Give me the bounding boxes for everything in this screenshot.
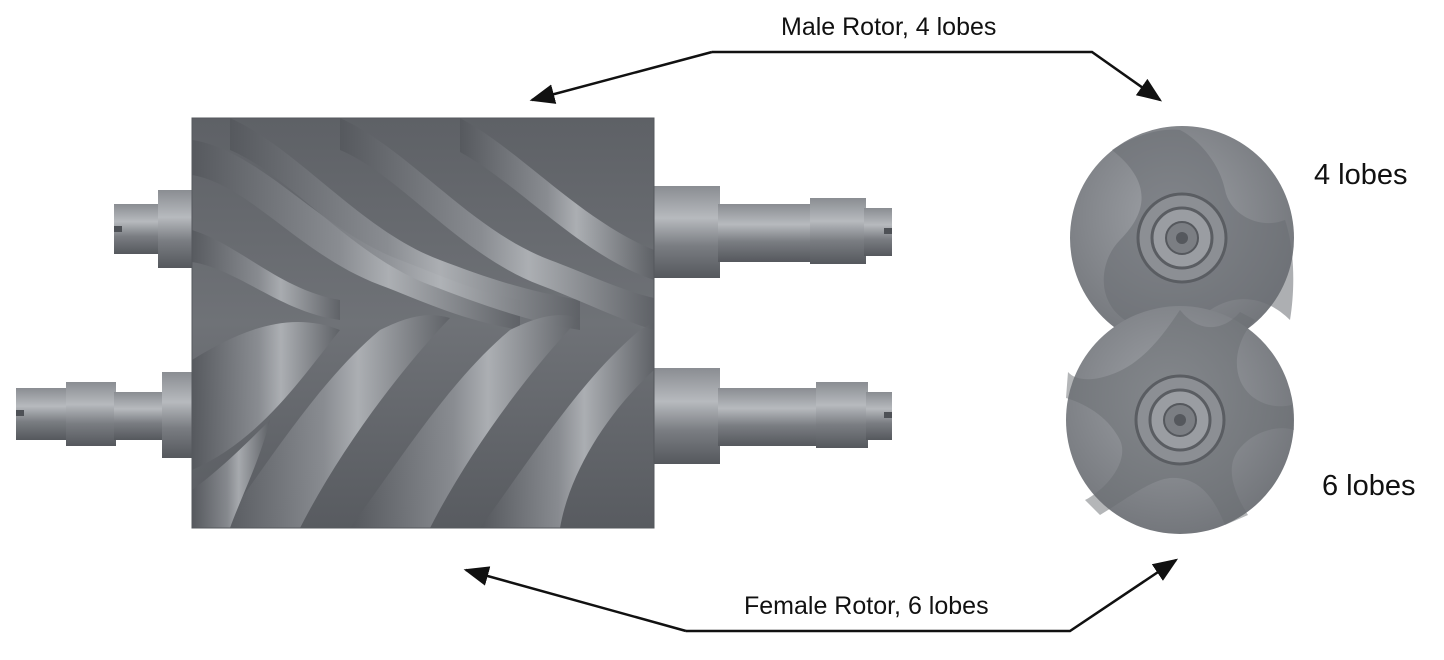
male-rotor-label: Male Rotor, 4 lobes — [781, 13, 997, 41]
male-rotor-right-shaft — [652, 186, 892, 278]
female-rotor-callout-arrows — [463, 558, 1179, 633]
male-rotor-left-shaft — [114, 190, 194, 268]
female-rotor-left-shaft — [16, 372, 194, 458]
male-rotor-helical-lobes — [192, 118, 654, 330]
male-rotor-arrow-to-side-view — [529, 50, 713, 104]
female-rotor-helical-lobes — [192, 315, 654, 528]
female-rotor-label: Female Rotor, 6 lobes — [744, 592, 989, 620]
end-view-6-lobes-label: 6 lobes — [1322, 470, 1416, 502]
end-view-4-lobes-label: 4 lobes — [1314, 159, 1408, 191]
male-rotor-end-view — [1070, 126, 1294, 350]
female-rotor-right-shaft — [652, 368, 892, 464]
female-rotor-arrow-to-side-view — [463, 566, 687, 633]
male-rotor-arrow-to-end-view — [712, 50, 1163, 102]
rotor-pair-side-view — [191, 117, 655, 529]
female-rotor-end-view — [1066, 306, 1294, 534]
female-rotor-arrow-to-end-view — [686, 558, 1179, 633]
male-rotor-callout-arrows — [529, 50, 1163, 104]
